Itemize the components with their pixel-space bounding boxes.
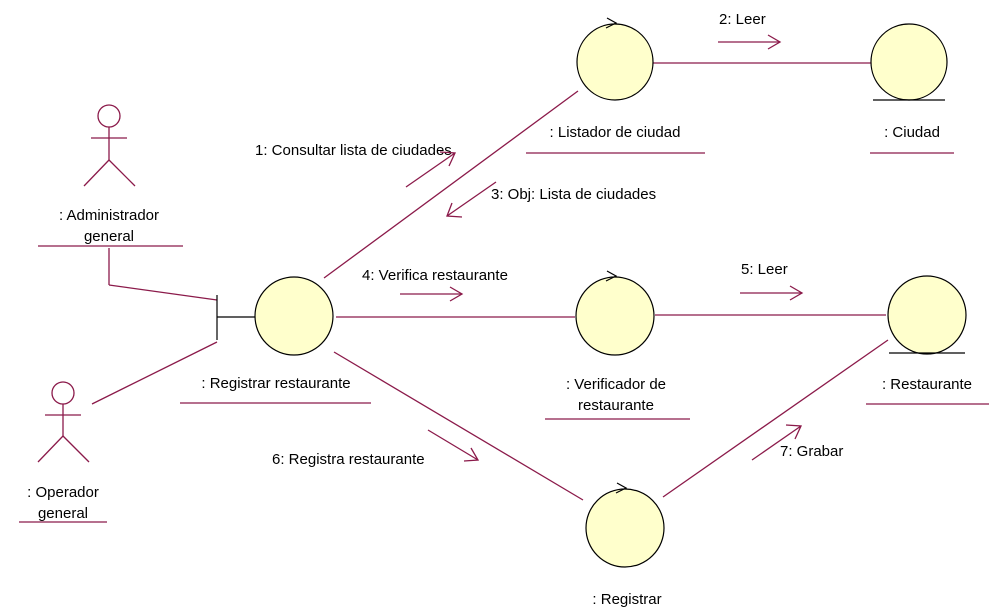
entity-ciudad: : Ciudad — [870, 23, 954, 154]
link-registrar-listador — [323, 90, 579, 279]
control-circle — [575, 276, 655, 356]
actor-right-leg — [62, 435, 90, 463]
link-registrar-registrar — [333, 351, 584, 501]
boundary-circle — [254, 276, 334, 356]
object-label: : Restaurante — [882, 376, 972, 393]
message-5-label: 5: Leer — [741, 261, 788, 278]
entity-restaurante: : Restaurante — [866, 275, 989, 405]
object-label: : Ciudad — [884, 124, 940, 141]
message-4-label: 4: Verifica restaurante — [362, 267, 508, 284]
object-label: : Listador de ciudad — [550, 124, 681, 141]
entity-circle — [887, 275, 967, 355]
control-arrowhead-icon — [605, 270, 618, 282]
message-5-arrow-icon — [740, 285, 804, 301]
boundary-registrar-restaurante: : Registrar restaurante — [180, 276, 371, 404]
control-verificador-de-restaurante: : Verificador de restaurante — [545, 270, 690, 420]
message-2-label: 2: Leer — [719, 11, 766, 28]
control-registrar: : Registrar — [585, 482, 665, 608]
control-circle — [576, 23, 654, 101]
actor-label-line2: general — [84, 228, 134, 245]
actor-left-leg — [37, 435, 64, 463]
actor-operador-general: : Operador general — [19, 381, 107, 523]
actor-label-line1: : Administrador — [59, 207, 159, 224]
control-circle — [585, 488, 665, 568]
message-3-label: 3: Obj: Lista de ciudades — [491, 186, 656, 203]
message-4-arrow-icon — [400, 286, 464, 302]
message-7-label: 7: Grabar — [780, 443, 843, 460]
link-operador-registrar — [91, 341, 218, 405]
control-arrowhead-icon — [605, 17, 618, 29]
object-label-line2: restaurante — [578, 397, 654, 414]
message-1-arrow-icon — [405, 151, 456, 188]
actor-administrador-general: : Administrador general — [38, 104, 183, 247]
message-3-arrow-icon — [446, 181, 497, 218]
link-registrar-obj-restaurante — [662, 339, 889, 498]
actor-label-line2: general — [38, 505, 88, 522]
message-6-arrow-icon — [427, 429, 480, 462]
links — [91, 62, 889, 501]
actor-right-leg — [108, 159, 136, 187]
actor-head — [51, 381, 75, 405]
message-1-label: 1: Consultar lista de ciudades — [255, 142, 452, 159]
message-6-label: 6: Registra restaurante — [272, 451, 425, 468]
control-listador-de-ciudad: : Listador de ciudad — [526, 17, 705, 154]
object-label: : Registrar restaurante — [201, 375, 350, 392]
message-7-arrow-icon — [751, 424, 802, 461]
object-label-line1: : Verificador de — [566, 376, 666, 393]
actor-head — [97, 104, 121, 128]
actor-left-leg — [83, 159, 110, 187]
control-arrowhead-icon — [615, 482, 628, 494]
link-admin-to-boundary — [108, 284, 218, 301]
actor-label-line1: : Operador — [27, 484, 99, 501]
object-label: : Registrar — [592, 591, 661, 608]
entity-circle — [870, 23, 948, 101]
message-2-arrow-icon — [718, 34, 782, 50]
messages: 1: Consultar lista de ciudades 2: Leer 3… — [255, 11, 843, 468]
